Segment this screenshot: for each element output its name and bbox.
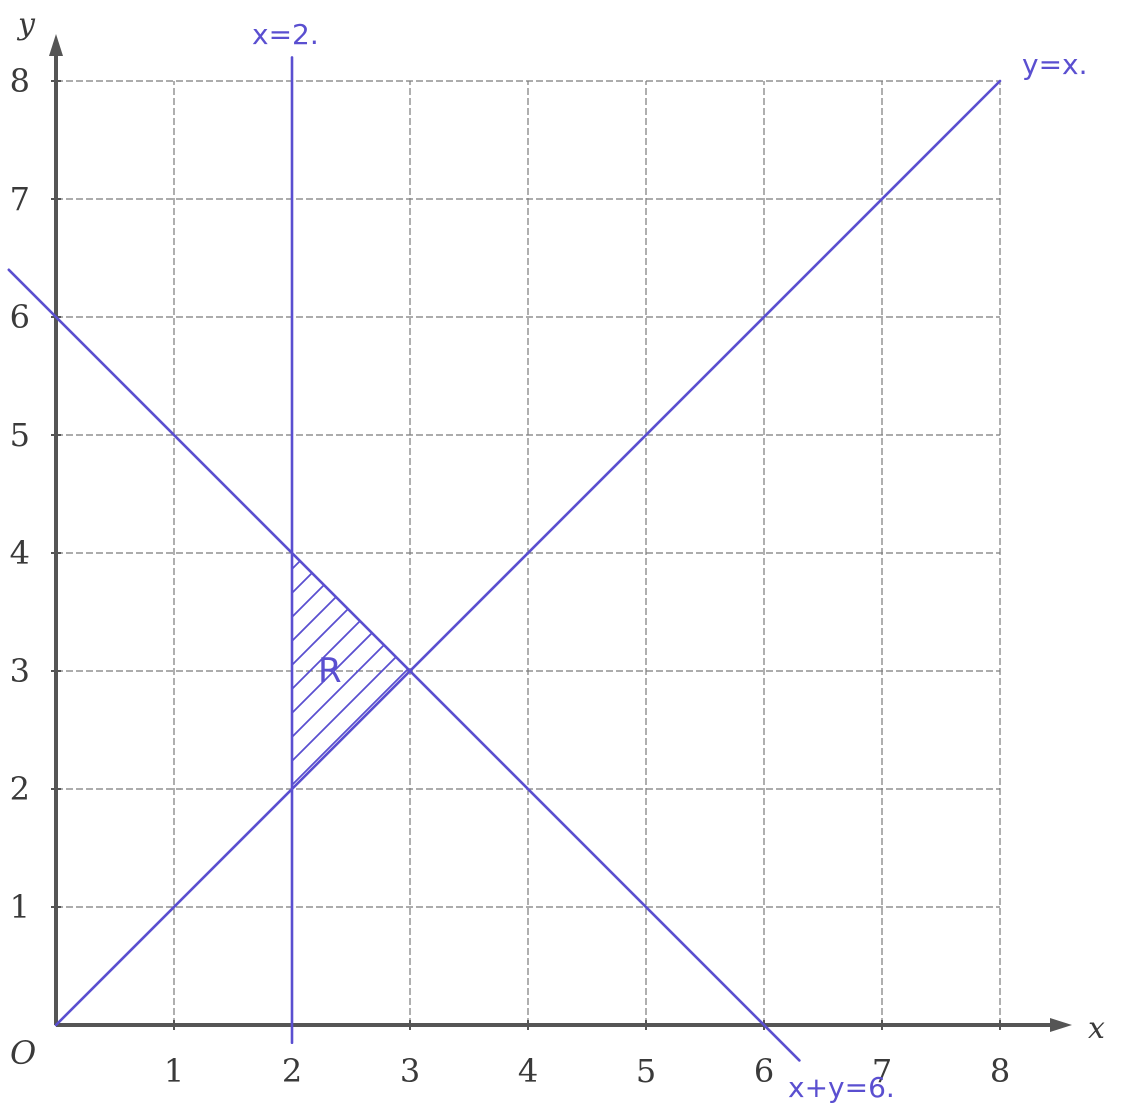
line-y-equals-x	[54, 79, 1002, 1027]
label-x-plus-y-equals-6: x+y=6.	[788, 1071, 895, 1104]
x-tick-label: 2	[282, 1052, 302, 1090]
y-axis-arrow-icon	[49, 34, 63, 56]
x-axis-arrow-icon	[1050, 1018, 1072, 1032]
hatch-stroke	[292, 553, 410, 789]
axes	[49, 34, 1072, 1032]
x-tick-label: 1	[164, 1052, 184, 1090]
y-tick-label: 3	[10, 652, 30, 690]
y-tick-label: 8	[10, 62, 30, 100]
region-r-label: R	[318, 651, 342, 691]
y-tick-label: 4	[10, 534, 30, 572]
x-tick-label: 5	[636, 1052, 656, 1090]
x-tick-label: 8	[990, 1052, 1010, 1090]
x-axis-label: x	[1088, 1011, 1105, 1046]
line-labels: x=2. y=x. x+y=6. R x y O	[10, 7, 1105, 1104]
x-tick-label: 6	[754, 1052, 774, 1090]
hatch-stroke	[292, 553, 410, 789]
x-tick-label: 4	[518, 1052, 538, 1090]
x-tick-label: 7	[872, 1052, 892, 1090]
y-tick-label: 6	[10, 298, 30, 336]
hatch-stroke	[292, 553, 410, 789]
line-x-plus-y-equals-6	[7, 268, 801, 1062]
tick-labels: 1 2 3 4 5 6 7 8 1 2 3 4 5 6 7 8	[10, 62, 1011, 1090]
hatch-stroke	[292, 553, 311, 789]
y-axis-label: y	[16, 7, 36, 42]
origin-label: O	[10, 1034, 36, 1072]
plotted-lines	[7, 56, 1002, 1062]
y-tick-label: 2	[10, 770, 30, 808]
x-tick-label: 3	[400, 1052, 420, 1090]
hatch-stroke	[292, 553, 410, 789]
y-tick-label: 7	[10, 180, 30, 218]
y-tick-label: 5	[10, 416, 30, 454]
y-tick-label: 1	[10, 888, 30, 926]
label-x-equals-2: x=2.	[252, 18, 319, 51]
label-y-equals-x: y=x.	[1022, 48, 1088, 81]
hatch-stroke	[292, 553, 410, 789]
